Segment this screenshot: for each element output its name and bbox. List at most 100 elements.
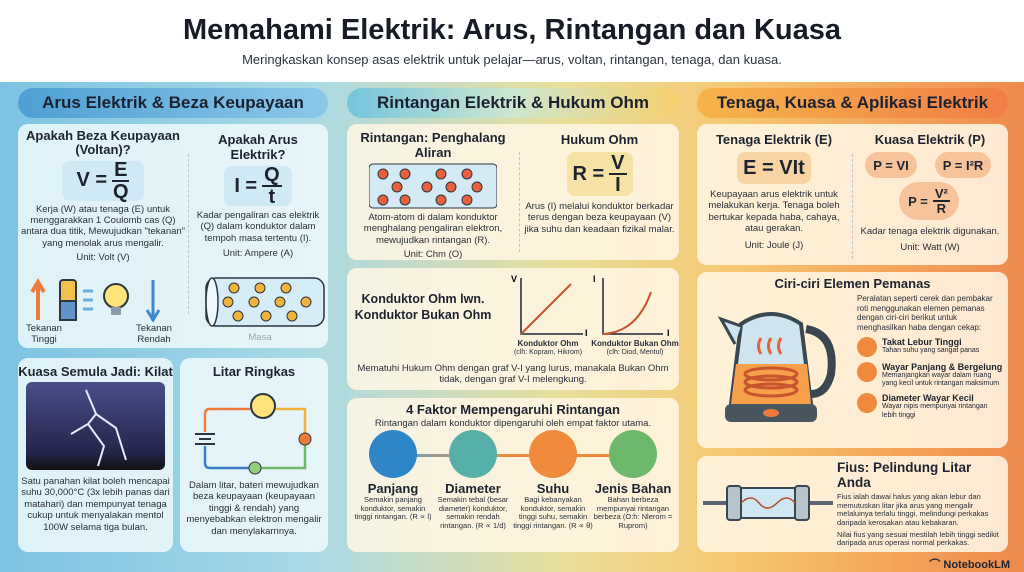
lightning-bolt-icon: [70, 389, 127, 467]
factor-item: Jenis Bahan Bahan berbeza mempunyai rint…: [593, 430, 673, 531]
resistance-section: Rintangan: Penghalang Aliran Atom-atom d…: [351, 130, 515, 261]
heater-feature: Diameter Wayar Kecil Wayar nipis mempuny…: [857, 393, 1004, 419]
power-formula-vi: P = VI: [865, 152, 917, 178]
heating-element-panel: Ciri-ciri Elemen Pemanas Peralatan seper…: [697, 272, 1008, 448]
current-unit: Unit: Ampere (A): [222, 248, 294, 260]
feature-icon: [857, 362, 877, 383]
heater-title: Ciri-ciri Elemen Pemanas: [774, 276, 931, 291]
heater-feature: Wayar Panjang & Bergelung Memanjangkan w…: [857, 362, 1004, 388]
energy-text: Keupayaan arus elektrik untuk melakukan …: [708, 189, 840, 235]
feature-icon: [857, 337, 877, 358]
power-title: Kuasa Elektrik (P): [874, 132, 986, 147]
graph1-x-label: I: [585, 328, 588, 338]
circuit-text: Dalam litar, bateri mewujudkan beza keup…: [186, 480, 322, 537]
feature-name: Diameter Wayar Kecil: [882, 393, 974, 404]
resistance-title: Rintangan: Penghalang Aliran: [360, 130, 506, 160]
comparison-text: Mematuhi Hukum Ohm dengan graf V-I yang …: [357, 363, 669, 386]
fuse-icon: [703, 485, 833, 521]
resistance-unit: Unit: Chm (O): [403, 249, 463, 261]
fuse-text-block: Fius: Pelindung Litar Anda Fius ialah da…: [837, 460, 1005, 548]
fuse-rating-text: Nilai fius yang sesuai mestilah lebih ti…: [837, 529, 999, 548]
feature-text: Wayar nipis mempunyai rintangan lebih ti…: [882, 403, 988, 419]
factors-subtitle: Rintangan dalam konduktor dipengaruhi ol…: [374, 418, 652, 429]
page-subtitle: Meringkaskan konsep asas elektrik untuk …: [242, 52, 782, 67]
comparison-title: Konduktor Ohm lwn. Konduktor Bukan Ohm: [354, 292, 492, 322]
graph2-y-label: I: [593, 274, 596, 284]
page-title: Memahami Elektrik: Arus, Rintangan dan K…: [182, 14, 842, 46]
col2-header: Rintangan Elektrik & Hukum Ohm: [347, 88, 679, 118]
low-pressure-label: Tekanan Rendah: [136, 323, 172, 346]
graph1-y-label: V: [511, 274, 517, 284]
time-caption: Masa: [248, 332, 272, 343]
resistance-text: Atom-atom di dalam konduktor menghalang …: [363, 212, 503, 246]
factor-name: Panjang: [367, 481, 419, 496]
power-text: Kadar tenaga elektrik digunakan.: [860, 226, 1000, 237]
factor-name: Jenis Bahan: [594, 481, 672, 496]
circuit-panel: Litar Ringkas Dalam litar, bateri mewuju…: [180, 358, 328, 552]
lightning-panel: Kuasa Semula Jadi: Kilat Satu panahan ki…: [18, 358, 173, 552]
graph2-curve: [602, 291, 652, 335]
graph2-x-label: I: [667, 328, 670, 338]
high-pressure-label: Tekanan Tinggi: [26, 323, 62, 346]
graph1-label: Konduktor Ohm: [517, 339, 579, 348]
battery-bulb-icon: [30, 278, 161, 322]
resistance-panel: Rintangan: Penghalang Aliran Atom-atom d…: [347, 124, 679, 260]
resistance-atoms-icon: [369, 163, 497, 209]
graph1-line: [520, 283, 572, 335]
voltage-unit: Unit: Volt (V): [76, 252, 130, 264]
voltage-title: Apakah Beza Keupayaan (Voltan)?: [26, 128, 180, 158]
factor-text: Bagi kebanyakan konduktor, semakin tingg…: [513, 495, 593, 530]
feature-text: Tahan suhu yang sangat panas: [882, 347, 980, 355]
feature-text: Memanjangkan wayar dalam ruang yang keci…: [882, 372, 1000, 388]
fuse-text: Fius ialah dawai halus yang akan lebur d…: [837, 492, 989, 527]
kettle-icon: [717, 312, 836, 422]
factor-icon: [609, 430, 657, 478]
graph2-label: Konduktor Bukan Ohm: [591, 339, 679, 348]
circuit-diagram-icon: [195, 393, 312, 475]
circuit-title: Litar Ringkas: [212, 364, 296, 379]
col1-header: Arus Elektrik & Beza Keupayaan: [18, 88, 328, 118]
graph2-example: (clh: Diod, Mentul): [606, 349, 664, 356]
energy-formula: E = VIt: [737, 152, 811, 184]
factor-icon: [449, 430, 497, 478]
factor-item: Diameter Semakin tebal (besar diameter) …: [433, 430, 513, 531]
factor-icon: [529, 430, 577, 478]
ohmic-comparison-panel: Konduktor Ohm lwn. Konduktor Bukan Ohm V…: [347, 268, 679, 390]
factor-name: Suhu: [536, 481, 570, 496]
notebooklm-logo: ⌒ NotebookLM: [929, 559, 1010, 571]
factor-item: Suhu Bagi kebanyakan konduktor, semakin …: [513, 430, 593, 531]
energy-power-panel: Tenaga Elektrik (E) E = VIt Keupayaan ar…: [697, 124, 1008, 265]
current-title: Apakah Arus Elektrik?: [218, 132, 298, 162]
heater-feature-list: Peralatan seperti cerek dan pembakar rot…: [857, 294, 1004, 420]
factor-icon: [369, 430, 417, 478]
factor-text: Semakin tebal (besar diameter) konduktor…: [437, 495, 509, 530]
notebooklm-icon: ⌒: [929, 559, 944, 571]
voltage-text: Kerja (W) atau tenaga (E) untuk menggara…: [20, 203, 186, 249]
heater-feature: Takat Lebur Tinggi Tahan suhu yang sanga…: [857, 337, 1004, 358]
feature-name: Wayar Panjang & Bergelung: [882, 362, 1003, 373]
factor-item: Panjang Semakin panjang konduktor, semak…: [353, 430, 433, 522]
ohm-text: Arus (I) melalui konduktor berkadar teru…: [524, 201, 675, 235]
heater-intro: Peralatan seperti cerek dan pembakar rot…: [857, 294, 993, 332]
feature-name: Takat Lebur Tinggi: [882, 337, 962, 348]
current-text: Kadar pengaliran cas elektrik (Q) dalam …: [196, 210, 320, 244]
vi-graphs: V I I I: [511, 274, 670, 338]
factors-panel: 4 Faktor Mempengaruhi Rintangan Rintanga…: [347, 398, 679, 552]
lightning-title: Kuasa Semula Jadi: Kilat: [18, 364, 173, 379]
fuse-title: Fius: Pelindung Litar Anda: [837, 460, 972, 490]
factor-text: Bahan berbeza mempunyai rintangan berbez…: [593, 495, 673, 530]
factor-text: Semakin panjang konduktor, semakin tingg…: [354, 495, 432, 522]
power-formula-i2r: P = I²R: [935, 152, 991, 178]
energy-unit: Unit: Joule (J): [744, 239, 804, 251]
fuse-panel: Fius: Pelindung Litar Anda Fius ialah da…: [697, 456, 1008, 552]
lightning-text: Satu panahan kilat boleh mencapai suhu 3…: [21, 476, 170, 533]
energy-section: Tenaga Elektrik (E) E = VIt Keupayaan ar…: [701, 132, 847, 251]
power-unit: Unit: Watt (W): [900, 242, 960, 253]
